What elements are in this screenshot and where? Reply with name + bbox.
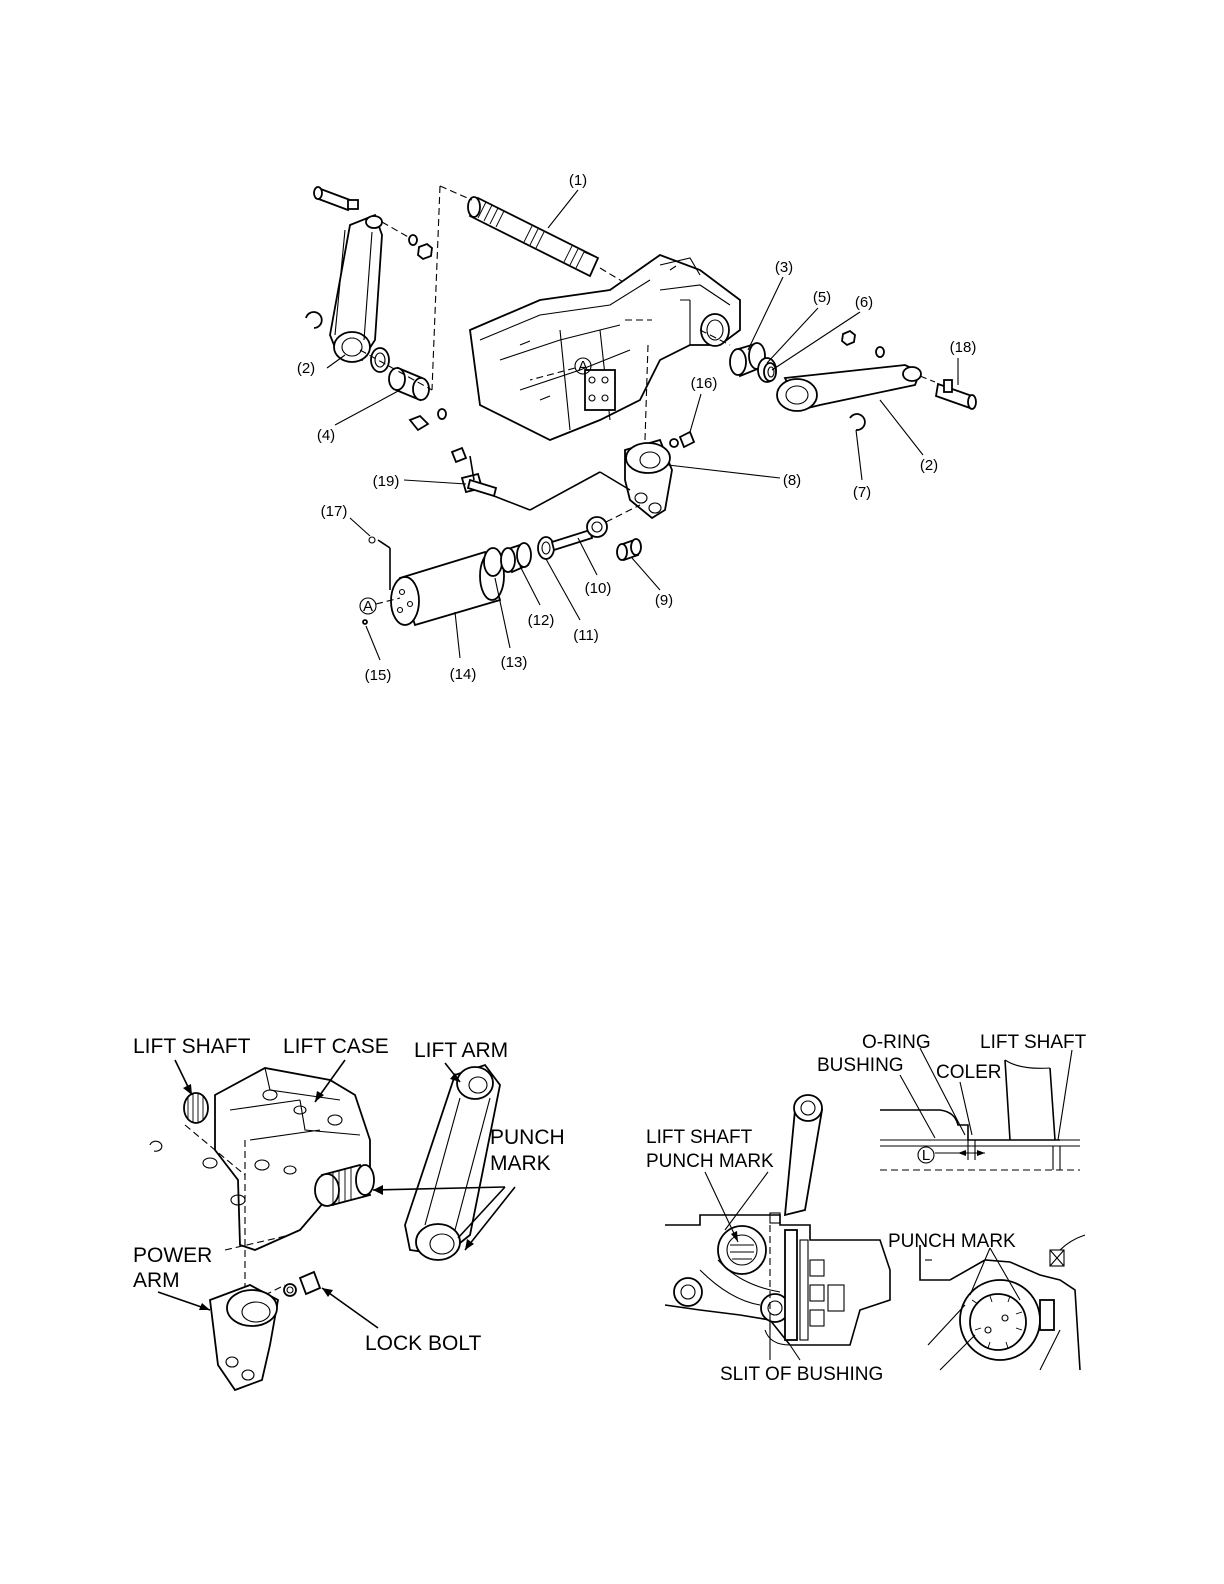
ring-left	[371, 348, 389, 372]
callout-16: (16)	[691, 375, 718, 392]
label-punch-mark-line1: PUNCH	[490, 1126, 565, 1149]
lift-case-part	[470, 255, 740, 440]
rod-link-a	[494, 496, 530, 510]
label-slit-of-bushing: SLIT OF BUSHING	[720, 1364, 883, 1385]
label-power-arm-line1: POWER	[133, 1244, 212, 1267]
dim-mark-l: L	[922, 1147, 930, 1164]
label-lift-shaft-punch-line2: PUNCH MARK	[646, 1151, 774, 1172]
label-punch-mark-right: PUNCH MARK	[888, 1231, 1016, 1252]
lift-shaft-stub-left	[184, 1093, 208, 1123]
label-punch-mark-line2: MARK	[490, 1152, 551, 1175]
rod-10	[552, 517, 607, 550]
bushing-9	[617, 539, 641, 560]
right-pin-part	[936, 380, 976, 409]
callout-6: (6)	[855, 294, 873, 311]
callout-12: (12)	[528, 612, 555, 629]
washer-right	[876, 347, 884, 357]
left-lift-arm-part	[330, 215, 382, 362]
snap-ring-left	[306, 312, 322, 328]
nut-left	[418, 244, 432, 259]
svg-text:A: A	[363, 598, 373, 615]
lift-shaft-part	[468, 197, 598, 276]
power-arm-drawing	[210, 1285, 278, 1390]
bushing-left	[389, 368, 429, 400]
label-lock-bolt: LOCK BOLT	[365, 1332, 481, 1355]
washer-small	[438, 409, 446, 419]
callout-11: (11)	[573, 627, 599, 644]
lock-washer	[670, 439, 678, 447]
label-lift-shaft-punch-line1: LIFT SHAFT	[646, 1127, 753, 1148]
callout-2-left: (2)	[297, 360, 315, 377]
bolt-small	[410, 416, 428, 430]
callout-13: (13)	[501, 654, 528, 671]
callout-3: (3)	[775, 259, 793, 276]
callout-17: (17)	[321, 503, 348, 520]
label-power-arm-line2: ARM	[133, 1269, 180, 1292]
label-lift-case: LIFT CASE	[283, 1035, 389, 1058]
label-coler: COLER	[936, 1062, 1001, 1083]
piston-12	[501, 543, 531, 572]
callout-1: (1)	[569, 172, 587, 189]
callout-8: (8)	[783, 472, 801, 489]
label-lift-shaft-left: LIFT SHAFT	[133, 1035, 251, 1058]
lift-arm-standing	[785, 1095, 822, 1215]
o-ring-17	[369, 537, 375, 543]
side-view-housing	[665, 1213, 890, 1360]
callout-18: (18)	[950, 339, 977, 356]
callout-9: (9)	[655, 592, 673, 609]
label-lift-shaft-right: LIFT SHAFT	[980, 1032, 1087, 1053]
right-lift-arm-part	[777, 365, 935, 411]
snap-ring-right	[850, 414, 865, 430]
label-lift-arm: LIFT ARM	[414, 1039, 508, 1062]
lift-case-drawing	[203, 1068, 370, 1250]
lift-arm-drawing	[405, 1065, 500, 1260]
callout-5: (5)	[813, 289, 831, 306]
callout-14: (14)	[450, 666, 477, 683]
assembly-left-figure: LIFT SHAFT LIFT CASE LIFT ARM PUNCH MARK…	[133, 1035, 565, 1390]
rod-part	[452, 448, 496, 496]
lock-bolt-small	[680, 432, 694, 447]
assembly-right-figure: L	[646, 1032, 1087, 1385]
plug-15	[363, 620, 367, 624]
callout-4: (4)	[317, 427, 335, 444]
punch-mark-detail	[920, 1235, 1085, 1370]
callout-2-right: (2)	[920, 457, 938, 474]
lock-bolt-drawing	[284, 1272, 320, 1296]
label-bushing: BUSHING	[817, 1055, 904, 1076]
washer-left	[409, 235, 417, 245]
clip-left	[150, 1141, 162, 1151]
label-o-ring: O-RING	[862, 1032, 931, 1053]
washer-11	[538, 537, 554, 559]
callout-15: (15)	[365, 667, 392, 684]
nut-right	[842, 331, 855, 345]
callout-7: (7)	[853, 484, 871, 501]
svg-text:A: A	[578, 358, 588, 375]
left-pin-part	[314, 187, 358, 210]
callout-10: (10)	[585, 580, 612, 597]
power-arm-part	[625, 440, 672, 518]
callout-19: (19)	[373, 473, 400, 490]
ring-13	[484, 548, 502, 576]
rod-link-b	[530, 472, 600, 510]
exploded-view: A	[297, 172, 977, 684]
